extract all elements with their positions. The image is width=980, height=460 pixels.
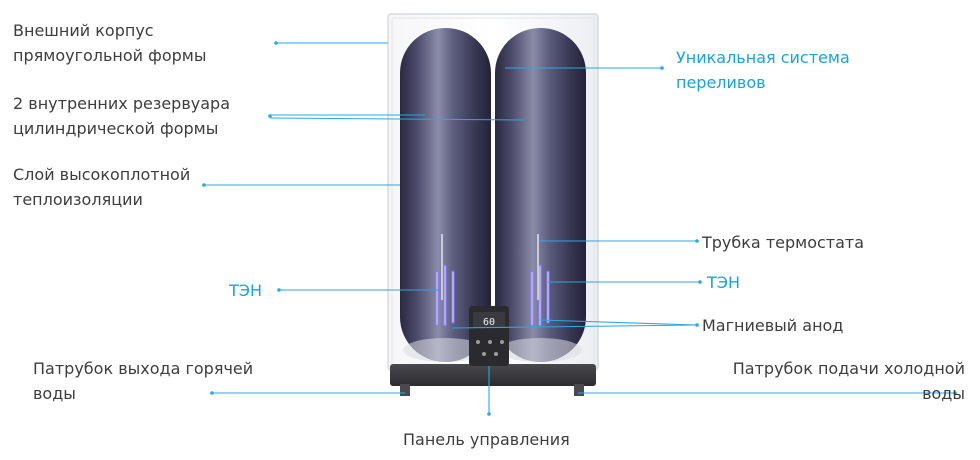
label-cold-inlet: Патрубок подачи холодной воды [732, 359, 965, 403]
left-heating-element [435, 264, 455, 327]
label-overflow-system: Уникальная система переливов [676, 48, 850, 92]
right-tank [495, 28, 586, 362]
thermostat-tube [441, 234, 539, 300]
label-control-panel: Панель управления [403, 430, 570, 449]
label-thermostat-tube: Трубка термостата [702, 233, 865, 252]
label-heater-right: ТЭН [707, 273, 740, 292]
label-outer-case: Внешний корпус прямоугольной формы [13, 21, 207, 65]
temperature-display: 60 [483, 317, 495, 328]
leader-anode-right [539, 319, 698, 326]
label-magnesium-anode: Магниевый анод [702, 316, 844, 335]
label-inner-tanks: 2 внутренних резервуара цилиндрической ф… [13, 94, 230, 138]
label-hot-outlet: Патрубок выхода горячей воды [33, 359, 254, 403]
leader-inner-tanks-right [269, 117, 526, 121]
left-tank [400, 28, 491, 362]
label-insulation: Слой высокоплотной теплоизоляции [13, 165, 191, 209]
leader-anode-left [451, 324, 698, 329]
right-heating-element [530, 264, 550, 327]
heater-base [390, 364, 596, 396]
label-heater-left: ТЭН [229, 281, 262, 300]
control-panel [469, 306, 509, 366]
